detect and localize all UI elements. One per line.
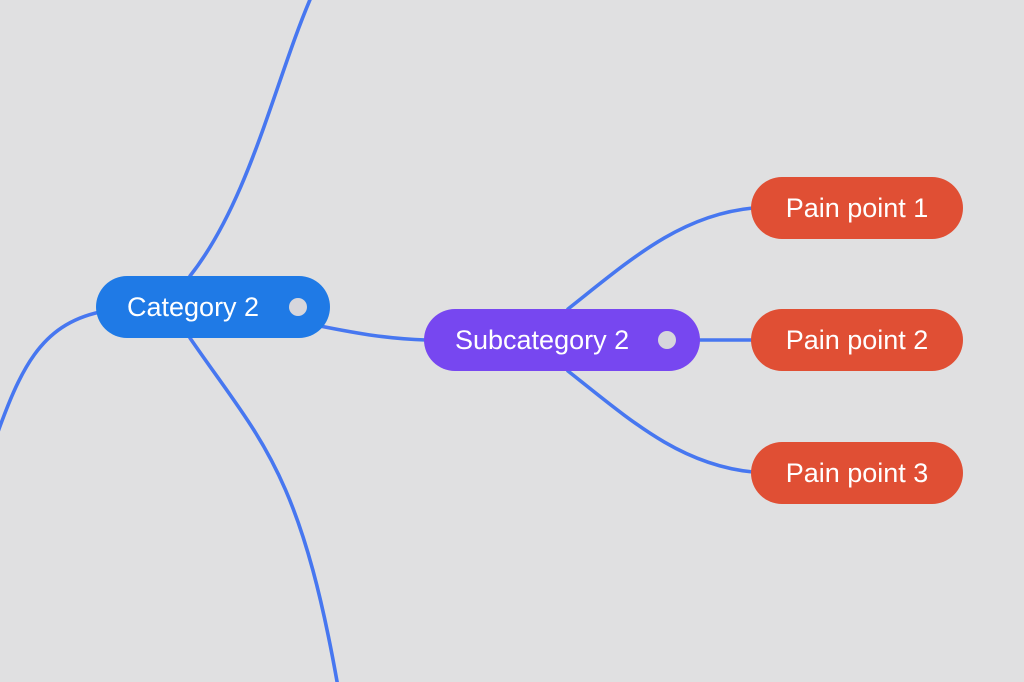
subcategory-label: Subcategory 2 bbox=[455, 324, 630, 355]
connector-to-left-root bbox=[0, 310, 102, 432]
pain-point-label: Pain point 3 bbox=[785, 457, 929, 488]
collapse-dot-icon[interactable] bbox=[289, 298, 307, 316]
category-node[interactable]: Category 2 bbox=[96, 276, 330, 338]
pain-point-node-3[interactable]: Pain point 3 bbox=[751, 442, 963, 504]
connector-to-lower-branch bbox=[188, 336, 339, 682]
connector-subcategory-pain-point-1 bbox=[566, 206, 755, 311]
subcategory-node[interactable]: Subcategory 2 bbox=[424, 309, 700, 371]
connector-to-upper-branch bbox=[188, 0, 312, 278]
pain-point-node-2[interactable]: Pain point 2 bbox=[751, 309, 963, 371]
collapse-dot-icon[interactable] bbox=[658, 331, 676, 349]
connector-subcategory-pain-point-3 bbox=[566, 369, 755, 474]
pain-point-label: Pain point 2 bbox=[785, 324, 929, 355]
pain-point-label: Pain point 1 bbox=[785, 192, 929, 223]
pain-point-node-1[interactable]: Pain point 1 bbox=[751, 177, 963, 239]
connector-category-subcategory bbox=[318, 324, 428, 342]
category-label: Category 2 bbox=[127, 291, 260, 322]
